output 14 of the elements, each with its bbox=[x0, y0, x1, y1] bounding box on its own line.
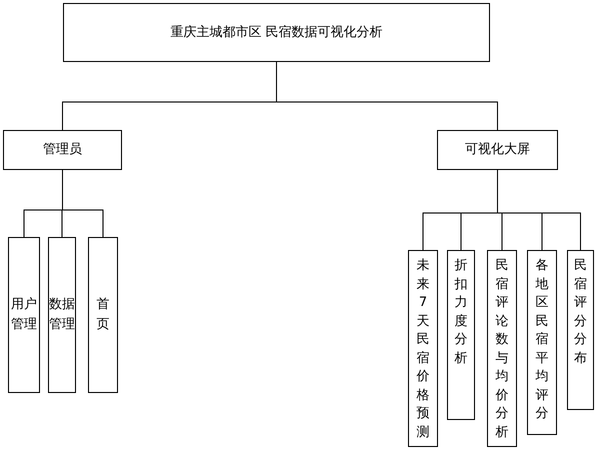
module-box: 数据管理 bbox=[48, 237, 76, 393]
category-box: 管理员 bbox=[3, 130, 122, 170]
module-box: 用户管理 bbox=[8, 237, 40, 393]
connector-line bbox=[62, 170, 104, 238]
module-box: 民宿评论数与均价分析 bbox=[487, 250, 517, 447]
category-box: 可视化大屏 bbox=[437, 130, 558, 170]
module-box: 各地区民宿平均评分 bbox=[527, 250, 557, 435]
connector-line bbox=[276, 62, 498, 130]
module-box: 首页 bbox=[88, 237, 118, 393]
title-box: 重庆主城都市区 民宿数据可视化分析 bbox=[63, 3, 490, 62]
module-box: 民宿评分分布 bbox=[567, 250, 594, 410]
module-box: 折扣力度分析 bbox=[447, 250, 475, 420]
connector-line bbox=[497, 170, 581, 250]
module-box: 未来7天民宿价格预测 bbox=[408, 250, 438, 447]
